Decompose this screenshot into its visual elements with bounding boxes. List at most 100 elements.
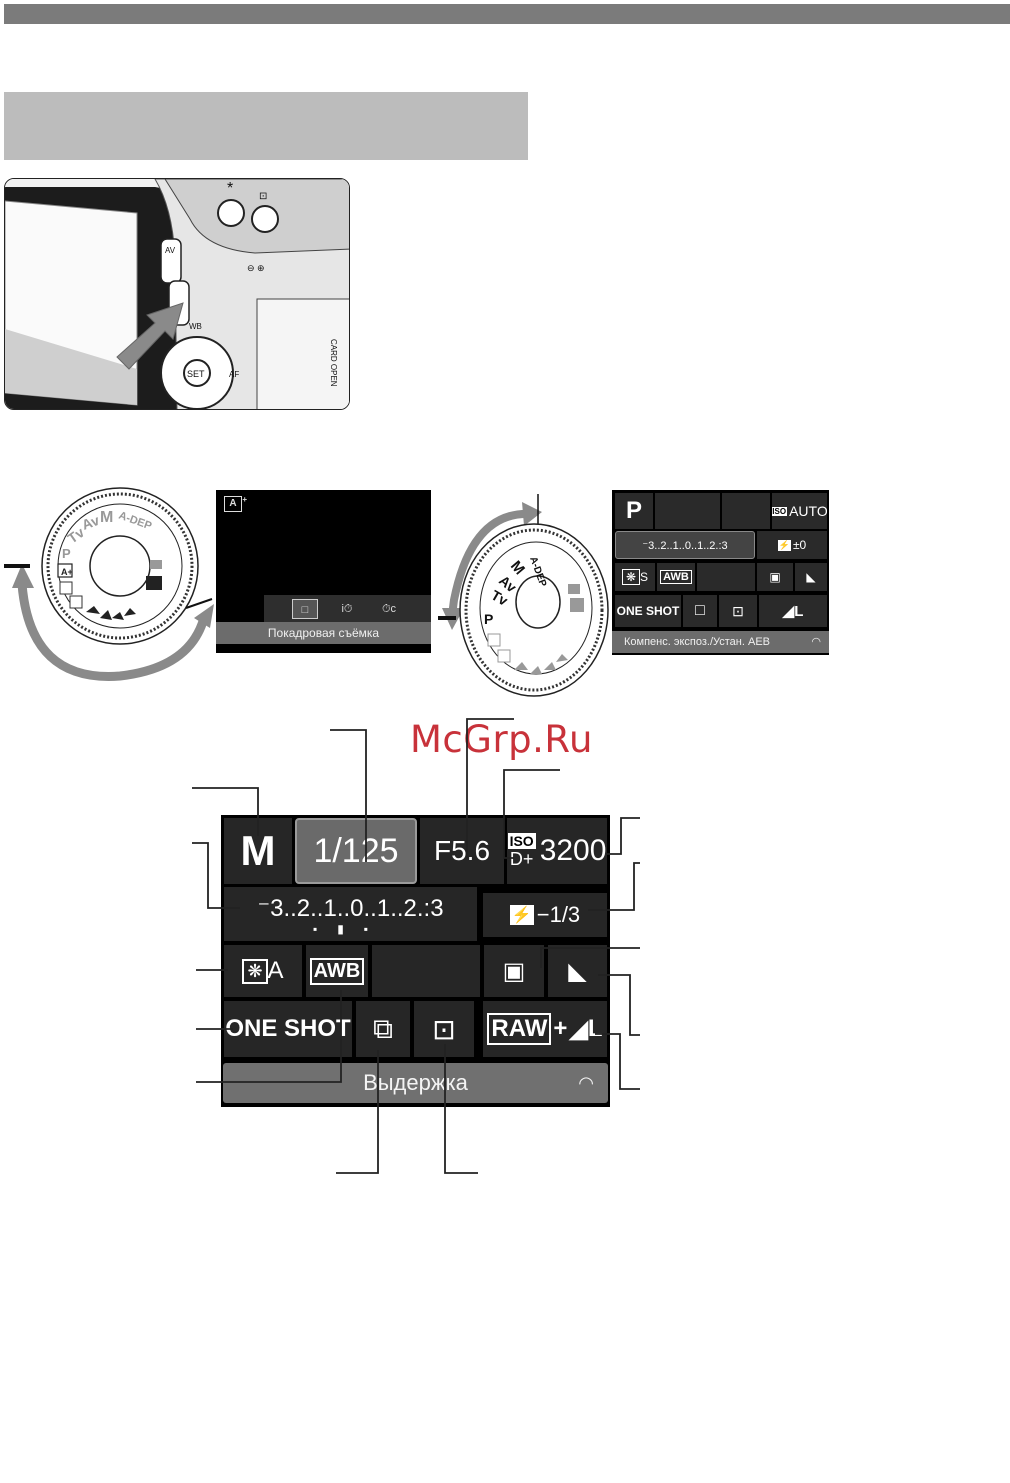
mini-shutter-empty[interactable] [655, 493, 720, 529]
mini-quality-cell[interactable]: ◢L [759, 595, 827, 627]
mini-footer: Компенс. экспоз./Устан. AEB◠ [612, 631, 829, 653]
highlight-tone-priority: D+ [509, 849, 534, 869]
wb-label: WB [189, 322, 202, 331]
creative-auto-icon [69, 595, 83, 609]
picture-style-icon: ❋ [621, 569, 641, 585]
shooting-mode[interactable]: M [224, 818, 292, 884]
mini-auto-lighting-icon[interactable]: ▣ [757, 563, 793, 591]
af-label: AF [229, 370, 239, 379]
camera-drawing: * ⊡ ⊖ ⊕ AV SET WB AF CARD OPEN [5, 179, 349, 409]
mini-af-mode-cell[interactable]: ONE SHOT [615, 595, 681, 627]
quick-control-footer: Выдержка ◠ [223, 1063, 608, 1103]
svg-text:*: * [227, 180, 233, 197]
dial-left-mode-p: P [62, 546, 71, 561]
dial-left-mode-auto: A+ [61, 567, 73, 577]
mini-iso-value: AUTO [789, 503, 827, 519]
iso-value: 3200 [539, 834, 607, 867]
set-label: SET [187, 369, 205, 379]
no-flash-icon [59, 581, 73, 595]
mini-empty-cell [697, 563, 755, 591]
mini-footer-text: Компенс. экспоз./Устан. AEB [624, 636, 770, 648]
self-timer-continuous-option[interactable]: ⏱c [381, 603, 397, 615]
mini-picture-style-value: S [640, 570, 649, 584]
mini-picture-style-cell[interactable]: ❋S [615, 563, 655, 591]
iso-cell[interactable]: ISO D+ 3200 [507, 818, 607, 884]
mode-dial-left: A-DEP M Av Tv P A+ [4, 487, 214, 681]
exposure-scale: ⁻3..2..1..0..1..2.:3 [257, 894, 444, 922]
mini-shooting-mode[interactable]: P [615, 493, 653, 529]
dial-left-mode-av: Av [80, 512, 102, 533]
white-balance-value: AWB [309, 957, 365, 985]
mini-white-balance-cell[interactable]: AWB [657, 563, 695, 591]
av-label: AV [165, 246, 176, 255]
metering-mode-icon[interactable]: ⊡ [414, 1001, 474, 1057]
self-timer-option[interactable]: i⏱ [341, 603, 353, 615]
flash-comp-icon: ⚡ [777, 539, 791, 551]
mini-flash-comp-cell[interactable]: ⚡±0 [757, 531, 827, 559]
portrait-icon-right [570, 598, 584, 612]
aperture[interactable]: F5.6 [420, 818, 504, 884]
footer-label: Выдержка [363, 1070, 468, 1095]
movie-icon [150, 560, 162, 569]
drive-options-row: □ i⏱ ⏱c [264, 595, 431, 623]
mini-aperture-empty[interactable] [722, 493, 770, 529]
scene-mode-icons [86, 606, 136, 620]
single-shot-option[interactable]: □ [292, 599, 318, 619]
no-flash-icon-right [497, 649, 511, 663]
callout-iso [606, 817, 640, 855]
picture-style-cell[interactable]: ❋ A [224, 945, 302, 997]
watermark: McGrp.Ru [410, 718, 593, 761]
movie-icon-right [568, 584, 580, 594]
drive-mode-screen: A+ □ i⏱ ⏱c Покадровая съёмка [216, 490, 431, 653]
quality-jpeg-icon: ◢ [569, 1015, 588, 1043]
dial-right-mode-p: P [484, 611, 493, 627]
mini-white-balance-value: AWB [660, 570, 692, 584]
image-quality-cell[interactable]: RAW + ◢ L [483, 1001, 607, 1057]
card-open-label: CARD OPEN [329, 339, 338, 387]
auto-icon-right [487, 633, 501, 647]
mini-drive-mode-icon[interactable]: □ [683, 595, 717, 627]
dial-left-mode-m: M [100, 509, 113, 526]
quality-jpeg: L [587, 1015, 603, 1042]
picture-style-icon-large: ❋ [242, 958, 268, 984]
auto-lighting-optimizer-icon[interactable]: ▣ [484, 945, 544, 997]
dial-left-mode-tv: Tv [65, 524, 88, 547]
exposure-level-cell[interactable]: ⁻3..2..1..0..1..2.:3 ▪▮▪ [224, 887, 477, 941]
section-title-band [4, 92, 528, 160]
camera-back-illustration: * ⊡ ⊖ ⊕ AV SET WB AF CARD OPEN [4, 178, 350, 410]
af-mode-cell[interactable]: ONE SHOT [224, 1001, 352, 1057]
quality-raw: RAW [487, 1013, 552, 1045]
picture-style-value: A [267, 957, 284, 984]
portrait-icon [146, 576, 162, 590]
flash-exposure-comp-cell[interactable]: ⚡ −1/3 [483, 893, 607, 937]
svg-text:⊖ ⊕: ⊖ ⊕ [247, 263, 265, 273]
iso-label: ISO [507, 833, 536, 849]
mini-flash-comp-value: ±0 [792, 538, 807, 552]
quality-plus: + [553, 1015, 568, 1042]
shutter-speed[interactable]: 1/125 [295, 818, 417, 884]
dial-pointer-line [185, 598, 213, 609]
mode-dial-right: A-DEP M Av Tv P [438, 494, 609, 697]
beep-icon[interactable]: ◣ [548, 945, 607, 997]
svg-text:⊡: ⊡ [259, 191, 267, 202]
flash-comp-value: −1/3 [536, 902, 581, 927]
mini-quality-value: L [794, 602, 804, 620]
arrow-icon [116, 302, 184, 370]
quick-control-screen: M 1/125 F5.6 ISO D+ 3200 ⁻3..2..1..0..1.… [221, 815, 610, 1107]
empty-cell [372, 945, 480, 997]
mini-metering-icon[interactable]: ⊡ [719, 595, 757, 627]
dial-right-mode-tv: Tv [489, 587, 511, 609]
main-dial-icon: ◠ [578, 1073, 594, 1093]
white-balance-cell[interactable]: AWB [306, 945, 368, 997]
scene-intelligent-auto-icon: A+ [224, 495, 247, 512]
drive-mode-icon[interactable]: ⧉ [356, 1001, 410, 1057]
iso-stack: ISO D+ [507, 833, 536, 869]
header-bar [4, 4, 1010, 24]
mini-iso-label: ISO [772, 506, 788, 516]
exposure-level-marker: ▪▮▪ [312, 921, 389, 936]
mini-beep-icon[interactable]: ◣ [795, 563, 827, 591]
mini-exposure-level-cell[interactable]: ⁻3..2..1..0..1..2.:3 [615, 531, 755, 559]
flash-comp-icon-large: ⚡ [509, 905, 534, 925]
